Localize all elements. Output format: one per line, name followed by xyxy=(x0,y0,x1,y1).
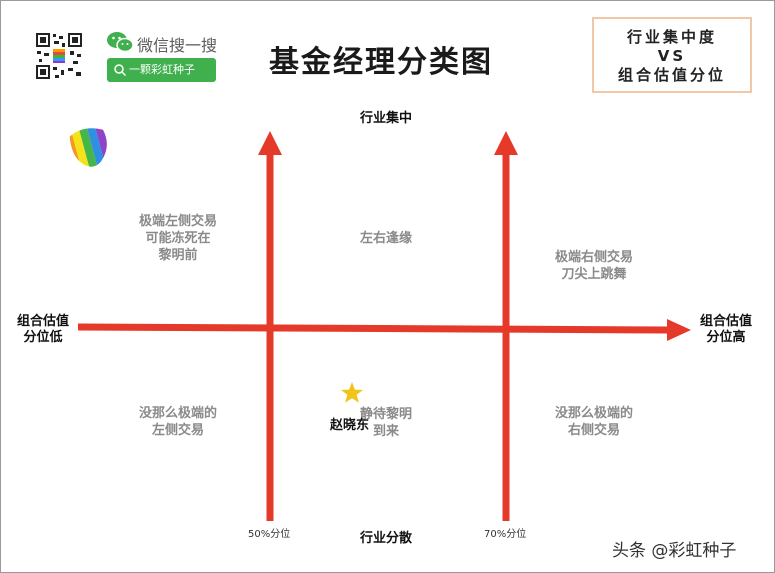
legend-line-3: 组合估值分位 xyxy=(617,66,726,84)
quadrant-text-line: 极端右侧交易 xyxy=(554,250,633,265)
quadrant-top-right: 极端右侧交易 刀尖上跳舞 xyxy=(529,249,659,283)
manager-name: 赵晓东 xyxy=(330,418,370,433)
quadrant-bottom-right: 没那么极端的 右侧交易 xyxy=(529,405,659,439)
star-icon xyxy=(341,382,363,403)
right-arrowhead xyxy=(667,319,691,341)
axis-label-right: 组合估值 分位高 xyxy=(692,314,760,346)
wechat-icon xyxy=(107,32,134,53)
quadrant-bottom-left: 没那么极端的 左侧交易 xyxy=(113,405,243,439)
left-vertical-arrowhead xyxy=(258,131,282,155)
quadrant-text-line: 右侧交易 xyxy=(567,423,620,438)
legend-line-2: VS xyxy=(657,47,687,65)
watermark: 头条 @彩虹种子 xyxy=(612,541,737,561)
quadrant-text-line: 到来 xyxy=(372,424,399,439)
divider-label-70: 70%分位 xyxy=(484,529,527,540)
divider-label-50: 50%分位 xyxy=(248,529,291,540)
axis-label-left: 组合估值 分位低 xyxy=(9,314,77,346)
axes-group xyxy=(77,131,691,521)
quadrant-text-line: 极端左侧交易 xyxy=(138,214,217,229)
quadrant-text-line: 没那么极端的 xyxy=(138,406,217,421)
quadrant-text-line: 左侧交易 xyxy=(151,423,204,438)
right-vertical-arrowhead xyxy=(494,131,518,155)
quadrant-text-line: 没那么极端的 xyxy=(554,406,633,421)
quadrant-top-middle: 左右逢缘 xyxy=(331,230,441,247)
horizontal-axis xyxy=(77,323,670,334)
quadrant-bottom-middle: 静待黎明 到来 xyxy=(341,406,431,440)
axis-label-bottom: 行业分散 xyxy=(359,531,412,546)
axis-label-left-line-1: 组合估值 xyxy=(16,314,69,329)
wechat-search-text: 微信搜一搜 xyxy=(137,36,218,55)
qr-code-icon xyxy=(35,32,83,80)
quadrant-text-line: 可能冻死在 xyxy=(145,231,211,246)
quadrant-text-line: 刀尖上跳舞 xyxy=(561,267,627,282)
quadrant-top-left: 极端左侧交易 可能冻死在 黎明前 xyxy=(113,213,243,264)
quadrant-text-line: 左右逢缘 xyxy=(359,231,412,246)
quadrant-text-line: 黎明前 xyxy=(158,248,198,263)
axis-label-top: 行业集中 xyxy=(359,111,412,126)
axis-label-right-line-2: 分位高 xyxy=(706,330,746,345)
rainbow-seed-logo-icon xyxy=(67,126,111,168)
page-title: 基金经理分类图 xyxy=(269,45,493,80)
legend-box: 行业集中度 VS 组合估值分位 xyxy=(592,17,752,93)
star-shape xyxy=(341,382,363,403)
search-icon xyxy=(114,64,127,77)
legend-line-1: 行业集中度 xyxy=(626,28,717,46)
search-bar[interactable]: 一颗彩虹种子 xyxy=(107,58,216,82)
axis-label-right-line-1: 组合估值 xyxy=(699,314,752,329)
axis-label-left-line-2: 分位低 xyxy=(23,330,63,345)
quadrant-text-line: 静待黎明 xyxy=(359,407,412,422)
